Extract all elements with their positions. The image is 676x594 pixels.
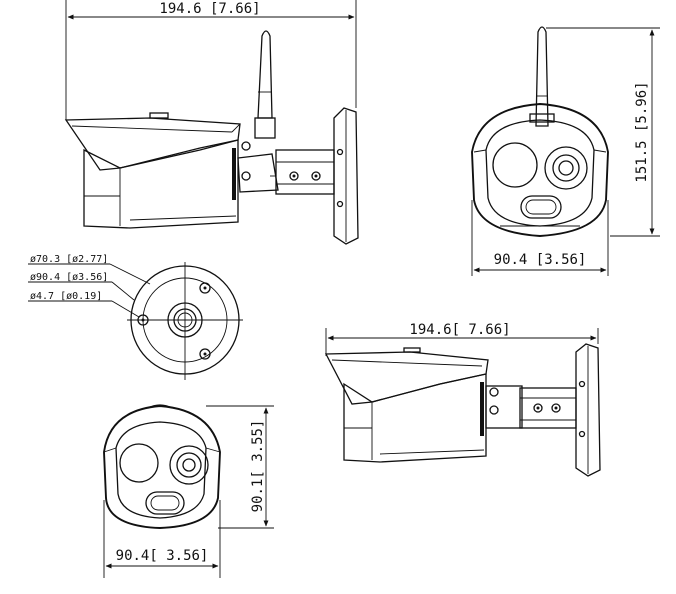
bracket-arm-iso bbox=[519, 387, 577, 429]
visible-lens-outer-bottom bbox=[169, 445, 209, 485]
bracket-joint-side bbox=[237, 153, 279, 193]
visible-lens-inner-bottom bbox=[182, 458, 196, 472]
front-height-label: 151.5 [5.96] bbox=[634, 81, 650, 182]
base-dia2-label: ø90.4 [ø3.56] bbox=[30, 272, 108, 283]
visible-lens-inner-top bbox=[558, 160, 574, 176]
front-face-top bbox=[485, 119, 595, 227]
ir-window-bottom bbox=[145, 491, 185, 515]
bracket-arm-side bbox=[275, 149, 335, 195]
visible-lens-outer-top bbox=[544, 146, 588, 190]
thermal-lens-bottom bbox=[119, 443, 159, 483]
thermal-lens-top bbox=[492, 142, 538, 188]
visible-lens-mid-bottom bbox=[176, 452, 202, 478]
mount-plate-side bbox=[333, 107, 359, 245]
front-view-top: 151.5 [5.96] 90.4 [3.56] bbox=[471, 26, 660, 276]
camera-body-side bbox=[83, 139, 239, 229]
sun-shield-iso bbox=[324, 351, 489, 405]
front-housing-top bbox=[471, 103, 609, 237]
base-view: ø70.3 [ø2.77] ø90.4 [ø3.56] ø4.7 [ø0.19] bbox=[28, 254, 243, 380]
iso-view: 194.6[ 7.66] bbox=[324, 322, 601, 477]
iso-length-label: 194.6[ 7.66] bbox=[409, 322, 510, 338]
base-screw-hole-3 bbox=[199, 348, 211, 360]
side-view: 194.6 [7.66] bbox=[64, 0, 359, 245]
sun-shield-side bbox=[64, 117, 241, 171]
front-bottom-width-label: 90.4[ 3.56] bbox=[116, 548, 209, 564]
base-screw-hole-1 bbox=[199, 282, 211, 294]
base-hole-label: ø4.7 [ø0.19] bbox=[30, 291, 102, 302]
visible-lens-mid-top bbox=[552, 154, 580, 182]
mount-plate-iso bbox=[575, 343, 601, 477]
base-dia1-label: ø70.3 [ø2.77] bbox=[30, 254, 108, 265]
front-view-bottom: 90.1[ 3.55] 90.4[ 3.56] bbox=[103, 404, 274, 578]
front-bottom-height-label: 90.1[ 3.55] bbox=[250, 420, 266, 513]
side-length-label: 194.6 [7.66] bbox=[159, 1, 260, 17]
ir-window-top bbox=[520, 195, 562, 219]
antenna-side bbox=[257, 30, 273, 119]
front-width-label: 90.4 [3.56] bbox=[494, 252, 587, 268]
front-face-bottom bbox=[115, 421, 207, 519]
camera-body-iso bbox=[343, 373, 487, 463]
antenna-front bbox=[535, 26, 549, 127]
base-screw-hole-2 bbox=[137, 314, 149, 326]
